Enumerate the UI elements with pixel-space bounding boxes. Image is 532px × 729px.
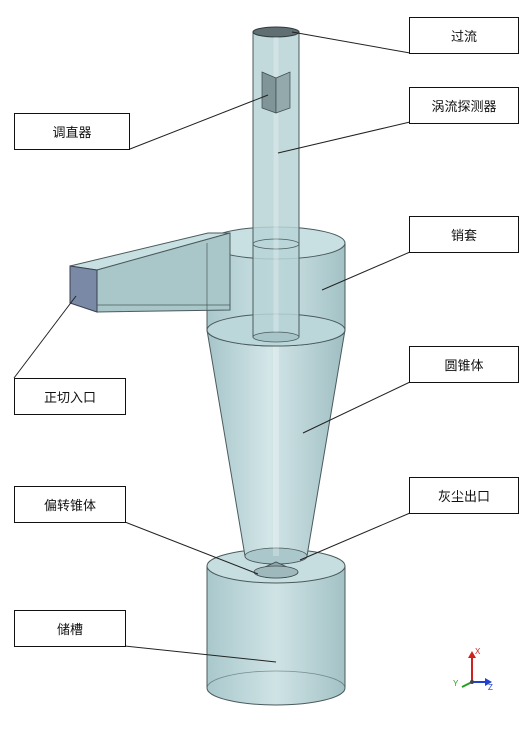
- label-yuanzhui: 圆锥体: [409, 346, 519, 383]
- leader-huichen: [299, 512, 411, 561]
- leader-yuanzhui: [302, 381, 411, 434]
- straightener-vanes: [261, 71, 291, 114]
- leader-chucao: [124, 645, 277, 663]
- leader-tiaozhiqi: [129, 94, 269, 150]
- tangential-inlet: [69, 232, 231, 313]
- label-tiaozhiqi: 调直器: [14, 113, 130, 150]
- coordinate-triad: X Y Z: [453, 647, 493, 692]
- label-guoliu: 过流: [409, 17, 519, 54]
- label-woliu: 涡流探测器: [409, 87, 519, 124]
- label-zhengqie: 正切入口: [14, 378, 126, 415]
- vortex-finder-pipe: [252, 26, 300, 343]
- axis-x-label: X: [475, 647, 481, 656]
- leader-guoliu: [291, 31, 411, 54]
- leader-piandzhuan: [124, 521, 259, 575]
- leader-lines: [13, 31, 411, 663]
- leader-xiaotao: [321, 251, 411, 291]
- label-chucao: 储槽: [14, 610, 126, 647]
- leader-zhengqie: [13, 295, 77, 379]
- label-piandzhuan: 偏转锥体: [14, 486, 126, 523]
- leader-woliu: [277, 121, 411, 154]
- label-huichen: 灰尘出口: [409, 477, 519, 514]
- cone-body: [206, 329, 346, 565]
- label-xiaotao: 销套: [409, 216, 519, 253]
- axis-y-label: Y: [453, 679, 459, 688]
- axis-z-label: Z: [488, 683, 493, 692]
- deflector-cone: [253, 561, 299, 579]
